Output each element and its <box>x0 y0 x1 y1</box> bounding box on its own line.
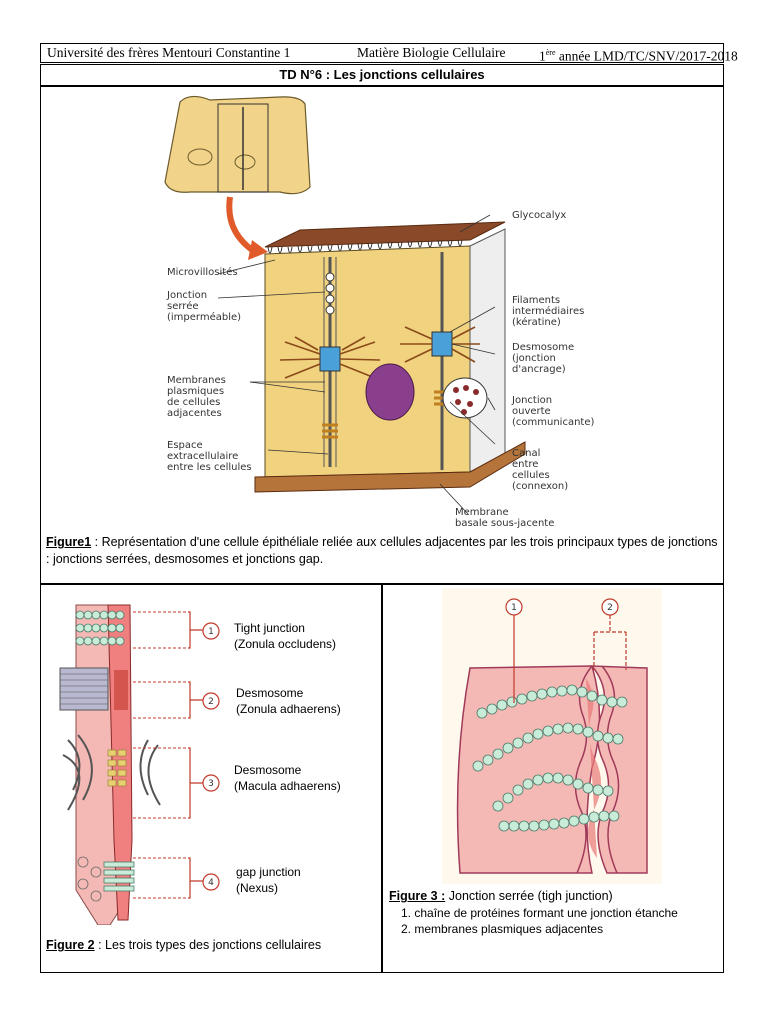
subject-name: Matière Biologie Cellulaire <box>357 45 506 60</box>
figure2-caption: Figure 2 : Les trois types des jonctions… <box>46 938 322 952</box>
gap-junction-fig2 <box>103 861 135 892</box>
junction-types-illustration: 1 2 3 4 <box>59 604 220 925</box>
figure3-caption: Figure 3 : Jonction serrée (tigh junctio… <box>389 889 613 903</box>
desmosome-filaments-right <box>400 326 480 363</box>
list-item: 2. membranes plasmiques adjacentes <box>401 922 604 936</box>
marker-2-bracket <box>593 615 627 670</box>
university-name: Université des frères Mentouri Constanti… <box>47 45 291 60</box>
fig3-marker-1: 1 <box>511 603 517 613</box>
page-title: TD N°6 : Les jonctions cellulaires <box>40 64 724 86</box>
fig2-item-3: Desmosome(Macula adhaerens) <box>234 763 341 793</box>
fig2-item-4: gap junction(Nexus) <box>236 865 301 895</box>
label-microvillosites: Microvillosités <box>167 267 238 278</box>
figure3-list: 1. chaîne de protéines formant une jonct… <box>401 905 678 937</box>
basal-membrane <box>254 441 526 493</box>
gap-junction-bands <box>322 423 338 439</box>
tight-junction-beads <box>325 272 335 315</box>
epithelial-cell-illustration <box>164 95 526 515</box>
marker-2: 2 <box>208 697 214 707</box>
tight-junction-illustration: 1 2 <box>442 588 662 884</box>
zonula-adhaerens-fibers <box>59 667 109 711</box>
figure2-panel <box>40 584 382 973</box>
number-markers <box>202 622 220 891</box>
fig3-marker-2: 2 <box>607 603 613 613</box>
marker-1: 1 <box>208 627 214 637</box>
figure1-caption: Figure1 : Représentation d'une cellule é… <box>46 535 718 566</box>
bracket-lines <box>133 611 188 899</box>
protein-chains <box>472 684 628 832</box>
marker-4: 4 <box>208 878 214 888</box>
document-header: Université des frères Mentouri Constanti… <box>40 43 738 64</box>
fig2-item-2: Desmosome(Zonula adhaerens) <box>236 686 341 716</box>
figure1-panel <box>40 86 724 584</box>
zoom-arrow <box>226 196 257 255</box>
academic-year: 1ère année LMD/TC/SNV/2017-2018 <box>539 48 738 64</box>
desmosome-filaments-left <box>279 336 381 379</box>
macula-adhaerens-filaments <box>62 734 161 811</box>
fig2-item-1: Tight junction(Zonula occludens) <box>234 621 337 651</box>
tight-junction-beads-fig2 <box>75 610 125 646</box>
list-item: 1. chaîne de protéines formant une jonct… <box>401 906 678 920</box>
nucleus <box>365 363 415 421</box>
leader-lines <box>217 214 496 515</box>
small-cell-sketch <box>164 95 311 195</box>
label-glycocalyx: Glycocalyx <box>512 210 567 221</box>
marker-3: 3 <box>208 779 214 789</box>
figure3-panel <box>382 584 724 973</box>
